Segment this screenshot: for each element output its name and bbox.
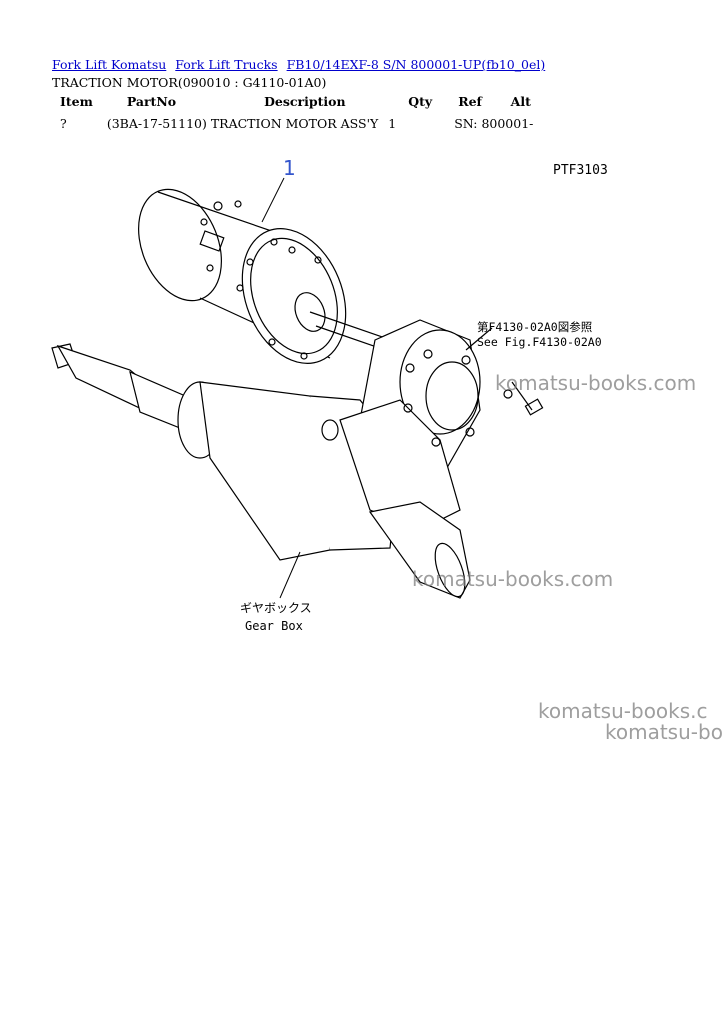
gearbox-leader-line: [279, 551, 301, 599]
gearbox-label-jp: ギヤボックス: [240, 601, 312, 615]
cell-qty: 1: [388, 116, 397, 131]
col-header-alt: Alt: [510, 94, 531, 109]
col-header-item: Item: [60, 94, 93, 109]
breadcrumb-link-fork-lift-trucks[interactable]: Fork Lift Trucks: [175, 57, 278, 72]
cell-description: TRACTION MOTOR ASS'Y: [210, 116, 379, 131]
cell-partno: (3BA-17-51110): [106, 116, 207, 131]
parts-table: Item PartNo Description Qty Ref Alt ? (3…: [52, 92, 539, 133]
reference-note-jp: 第F4130-02A0図参照: [477, 320, 592, 334]
traction-motor-diagram: PTF3103 1: [51, 156, 608, 633]
cell-partno-description: (3BA-17-51110) TRACTION MOTOR ASS'Y: [99, 113, 384, 133]
breadcrumb-link-fork-lift-komatsu[interactable]: Fork Lift Komatsu: [52, 57, 167, 72]
watermark: komatsu-bo: [605, 720, 723, 744]
breadcrumb: Fork Lift Komatsu Fork Lift Trucks FB10/…: [52, 57, 550, 72]
cell-ref: SN: 800001-: [454, 116, 534, 131]
gearbox-drawing: [51, 319, 544, 599]
diagram-code: PTF3103: [553, 163, 608, 178]
col-header-partno: PartNo: [126, 94, 177, 109]
cell-item: ?: [60, 116, 67, 131]
callout-leader-line: [261, 177, 285, 223]
gearbox-label-en: Gear Box: [245, 619, 303, 633]
watermark: komatsu-books.com: [412, 567, 614, 591]
table-row: ? (3BA-17-51110) TRACTION MOTOR ASS'Y 1 …: [52, 113, 539, 133]
breadcrumb-link-model[interactable]: FB10/14EXF-8 S/N 800001-UP(fb10_0el): [286, 57, 546, 72]
parts-table-header-row: Item PartNo Description Qty Ref Alt: [52, 92, 539, 113]
traction-motor-drawing: [138, 188, 421, 364]
watermark: komatsu-books.c: [538, 699, 708, 723]
callout-number: 1: [283, 156, 296, 180]
col-header-qty: Qty: [408, 94, 433, 109]
page-title: TRACTION MOTOR(090010 : G4110-01A0): [52, 75, 327, 90]
col-header-ref: Ref: [458, 94, 482, 109]
reference-note-en: See Fig.F4130-02A0: [477, 335, 602, 349]
watermark: komatsu-books.com: [495, 371, 697, 395]
col-header-description: Description: [264, 94, 346, 109]
